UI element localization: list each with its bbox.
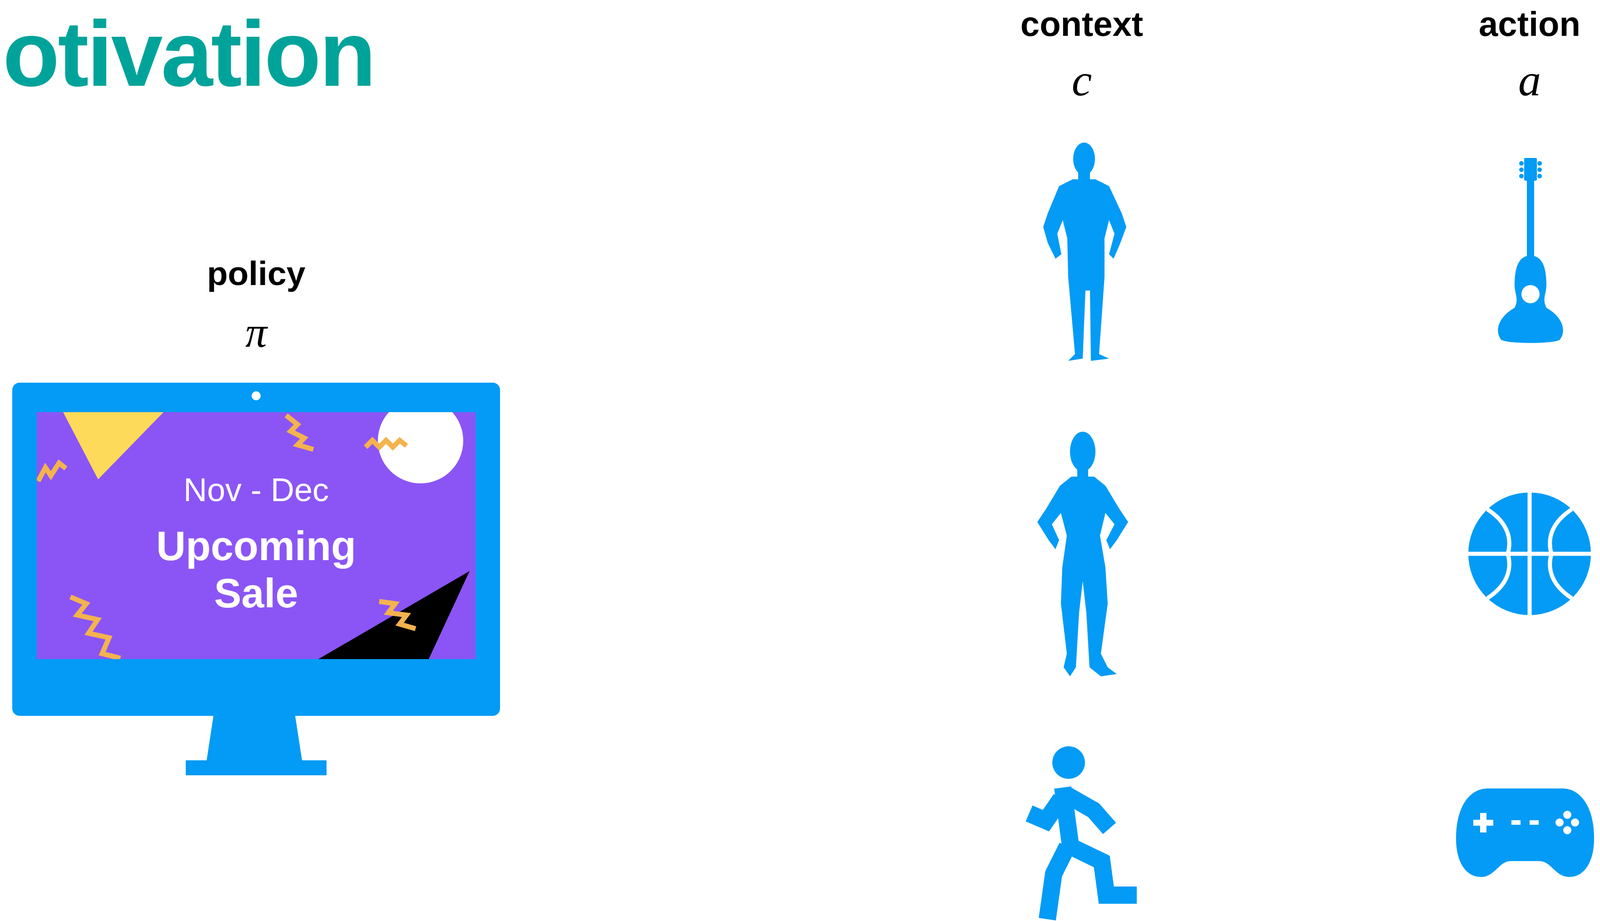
column-heading: context [1020, 4, 1144, 44]
column-heading: action [1478, 4, 1581, 44]
man-icon [1043, 142, 1127, 362]
basketball-icon [1468, 492, 1591, 616]
math-symbol: c [1071, 54, 1092, 107]
monitor-icon [12, 382, 501, 776]
policy-symbol: π [119, 307, 393, 358]
woman-icon [1037, 431, 1129, 677]
slide-title: otivation [2, 0, 375, 108]
policy-heading: policy [119, 253, 393, 293]
monitor-node: policy πNov - DecUpcoming Sale [12, 254, 501, 777]
gamepad-icon [1456, 788, 1595, 878]
runner-icon [1029, 746, 1137, 920]
math-symbol: a [1518, 54, 1541, 107]
screen-headline: Upcoming Sale [138, 522, 375, 618]
guitar-icon [1497, 158, 1564, 344]
screen-date: Nov - Dec [97, 471, 416, 509]
